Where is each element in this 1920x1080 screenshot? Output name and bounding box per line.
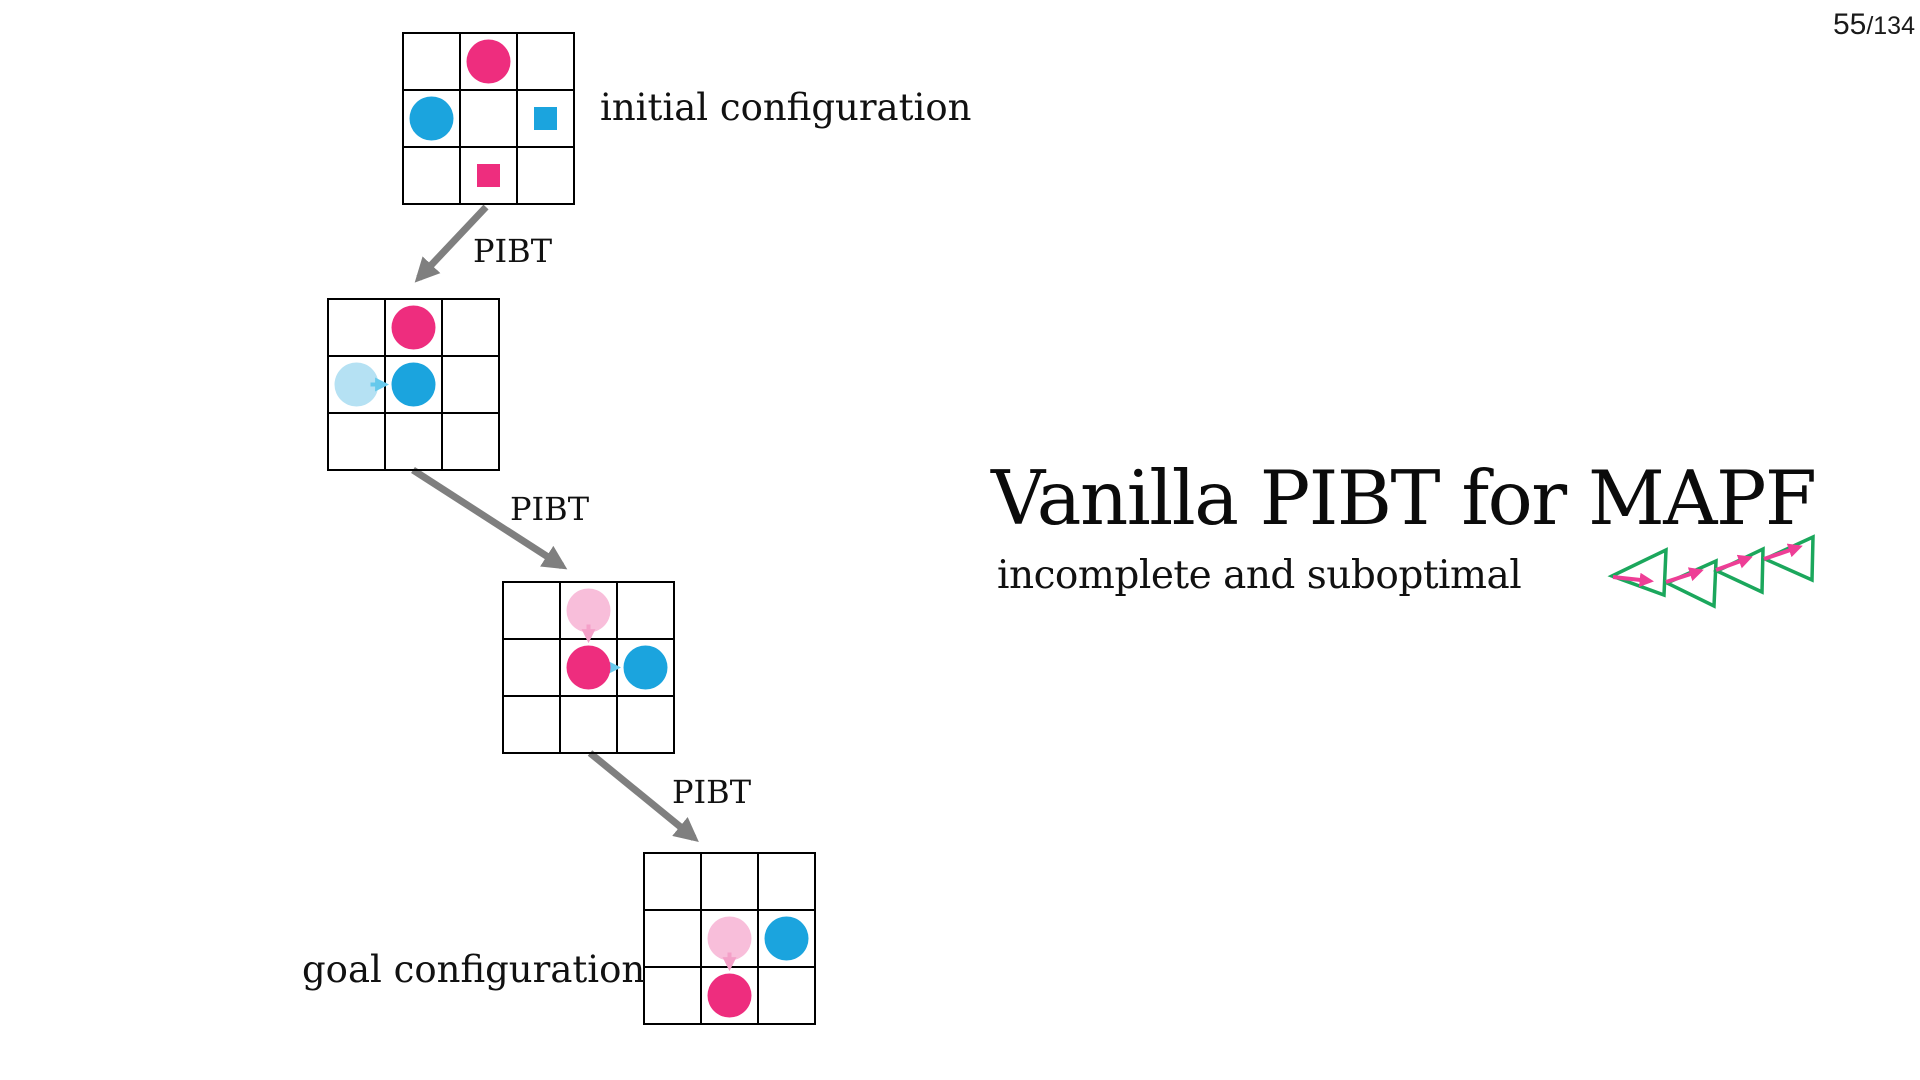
pibt-step-arrow (587, 750, 699, 842)
grid-cell (616, 695, 675, 754)
agent-circle (409, 96, 454, 141)
grid-cell (516, 32, 575, 91)
agent-circle-faded (566, 588, 611, 633)
agent-circle (466, 39, 511, 84)
page-number-current: 55 (1832, 8, 1867, 41)
grid-cell (616, 581, 675, 640)
pibt-step-arrow (414, 204, 489, 283)
grid-cell (643, 909, 702, 968)
grid-cell (384, 412, 443, 471)
page-number-total: /134 (1866, 12, 1915, 40)
logo-triangle (1712, 546, 1765, 595)
agent-circle-faded (707, 916, 752, 961)
grid-cell (502, 581, 561, 640)
grid-cell (441, 298, 500, 357)
grid-initial (402, 32, 575, 205)
logo-triangle (1607, 547, 1668, 598)
agent-circle (623, 645, 668, 690)
grid-goal (643, 852, 816, 1025)
logo-arrow (1612, 572, 1654, 588)
slide-title: Vanilla PIBT for MAPF (991, 454, 1817, 542)
grid-cell (441, 412, 500, 471)
logo-arrow (1665, 567, 1704, 584)
pibt-step-label: PIBT (510, 490, 590, 528)
agent-square (534, 107, 557, 130)
grid-cell (559, 695, 618, 754)
grid-cell (441, 355, 500, 414)
grid-cell (502, 638, 561, 697)
logo-arrow (1715, 554, 1753, 572)
agent-square (477, 164, 500, 187)
logo-arrow (1763, 543, 1803, 561)
grid-cell (327, 412, 386, 471)
grid-cell (757, 966, 816, 1025)
goal-config-label: goal configuration (302, 948, 646, 991)
agent-circle (707, 973, 752, 1018)
grid-cell (757, 852, 816, 911)
grid-cell (643, 852, 702, 911)
slide-subtitle: incomplete and suboptimal (997, 553, 1522, 598)
agent-circle-faded (334, 362, 379, 407)
initial-config-label: initial configuration (600, 86, 972, 129)
agent-circle (391, 305, 436, 350)
page-number: 55/134 (1833, 10, 1915, 40)
logo-triangle (1760, 534, 1815, 583)
logo-triangle (1662, 558, 1718, 609)
pibt-step-label: PIBT (473, 232, 553, 270)
pibt-step-arrow (411, 467, 568, 570)
grid-cell (643, 966, 702, 1025)
grid-step1 (327, 298, 500, 471)
pibt-step-label: PIBT (672, 773, 752, 811)
grid-cell (516, 146, 575, 205)
agent-circle (566, 645, 611, 690)
grid-cell (700, 852, 759, 911)
grid-cell (402, 146, 461, 205)
agent-circle (764, 916, 809, 961)
grid-cell (459, 89, 518, 148)
grid-cell (402, 32, 461, 91)
agent-circle (391, 362, 436, 407)
pibt-logo-icon (1607, 534, 1815, 609)
grid-cell (502, 695, 561, 754)
grid-step2 (502, 581, 675, 754)
grid-cell (327, 298, 386, 357)
